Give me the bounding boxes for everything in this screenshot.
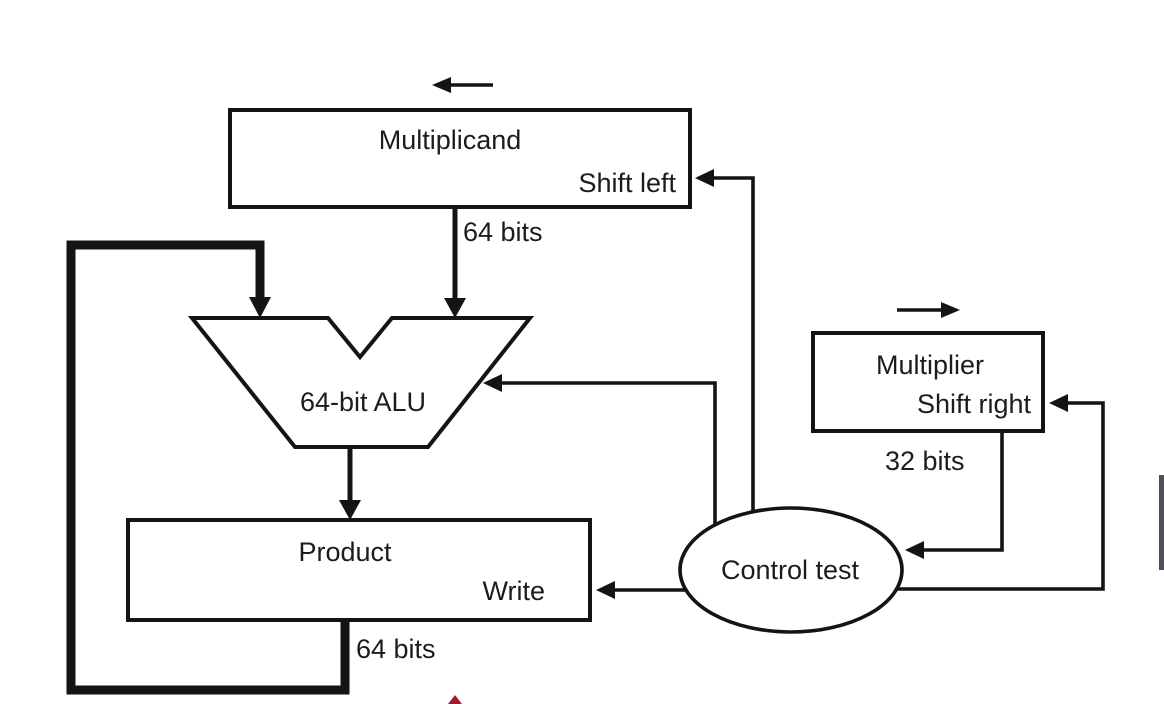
wire-multiplier-control	[922, 431, 1004, 552]
shift-left-arrowhead-icon	[695, 169, 714, 187]
alu-unit: 64-bit ALU	[187, 316, 535, 449]
multiplicand-in-arrowhead-icon	[444, 298, 466, 318]
right-arrow-icon	[941, 302, 960, 318]
alu-shape	[187, 316, 535, 449]
multiplicand-bits-label: 64 bits	[463, 217, 543, 247]
product-register: Product Write	[126, 518, 592, 622]
control-test-label: Control test	[721, 555, 860, 585]
multiplier-register: Multiplier Shift right	[811, 331, 1045, 433]
control-in-arrowhead-icon	[905, 541, 924, 559]
scan-artifact-gray	[1159, 475, 1164, 570]
multiplier-box	[811, 331, 1045, 433]
multiplier-label: Multiplier	[876, 350, 984, 380]
multiplier-shift-right-label: Shift right	[917, 389, 1032, 419]
multiplier-bits-label: 32 bits	[885, 446, 965, 476]
multiplicand-register: Multiplicand Shift left	[228, 108, 692, 209]
wire-product-feedback	[66, 240, 350, 695]
wire-alu-control	[500, 381, 717, 540]
scan-artifact-red	[448, 695, 462, 704]
control-test-unit: Control test	[678, 506, 904, 634]
alu-label: 64-bit ALU	[300, 387, 426, 417]
product-write-label: Write	[482, 576, 545, 606]
alu-control-arrowhead-icon	[483, 374, 502, 392]
shift-right-arrowhead-icon	[1049, 394, 1068, 412]
wire-control-loop-right	[885, 401, 1105, 591]
shift-left-direction-arrow	[432, 77, 493, 93]
multiplicand-box	[228, 108, 692, 209]
shift-right-direction-arrow	[897, 302, 960, 318]
product-bits-label: 64 bits	[356, 634, 436, 664]
write-arrowhead-icon	[596, 581, 615, 599]
multiplicand-shift-left-label: Shift left	[578, 168, 676, 198]
wire-shift-left	[713, 176, 755, 520]
control-test-ellipse	[678, 506, 904, 634]
product-box	[126, 518, 592, 622]
left-arrow-icon	[432, 77, 451, 93]
product-label: Product	[298, 537, 392, 567]
feedback-arrowhead-icon	[249, 297, 271, 318]
multiplicand-label: Multiplicand	[379, 125, 522, 155]
product-in-arrowhead-icon	[339, 500, 361, 520]
